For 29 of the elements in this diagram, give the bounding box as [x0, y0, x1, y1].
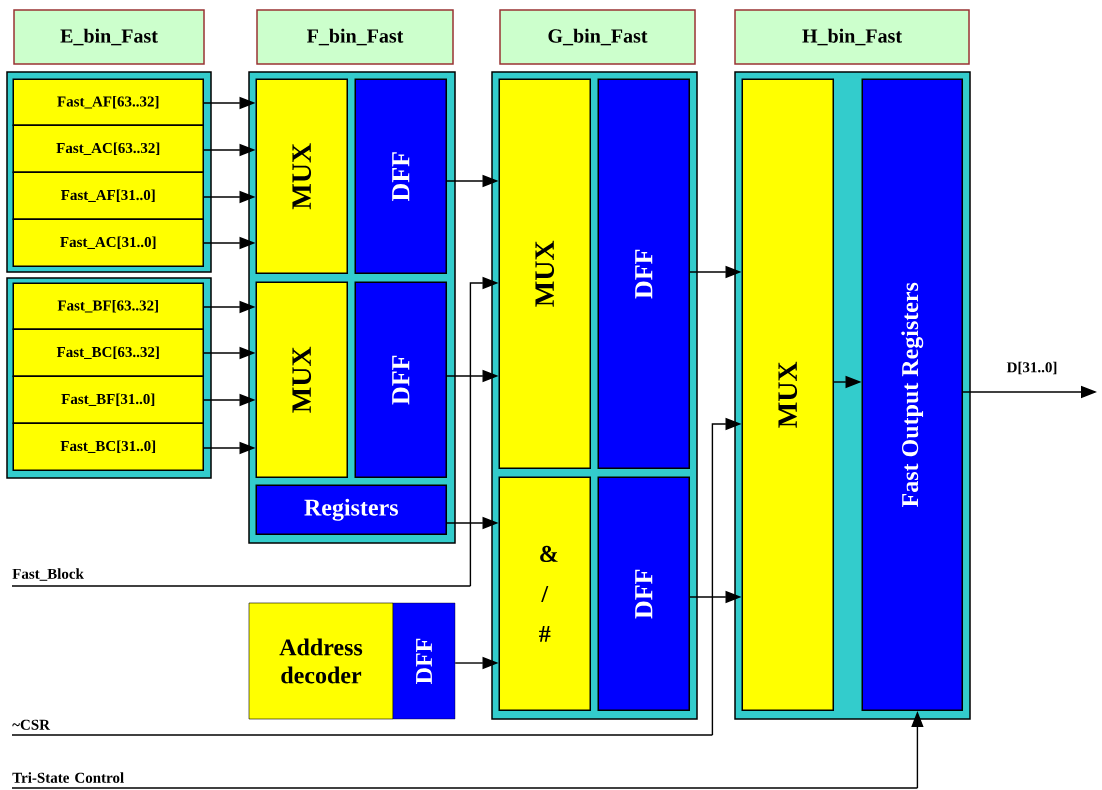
dff-block: DFF	[354, 78, 447, 274]
signal-box: Fast_AF[63..32]	[12, 78, 204, 126]
stage-header: F_bin_Fast	[256, 9, 454, 65]
decoder-block: Address decoder	[248, 602, 394, 720]
dff-block: Fast Output Registers	[861, 78, 963, 711]
signal-box: Fast_BF[63..32]	[12, 282, 204, 330]
signal-box: Fast_BC[63..32]	[12, 328, 204, 377]
mux-block: MUX	[498, 78, 591, 469]
signal-label: ~CSR	[11, 719, 714, 736]
signal-box: Fast_AC[63..32]	[12, 124, 204, 173]
signal-box: Fast_BF[31..0]	[12, 375, 204, 424]
signal-label: Fast_Block	[11, 568, 472, 587]
edge-label: D[31..0]	[1005, 360, 1059, 376]
mux-block: MUX	[255, 78, 348, 274]
dff-block: DFF	[597, 78, 690, 469]
dff-block: DFF	[392, 602, 456, 720]
mux-block: MUX	[741, 78, 834, 711]
register-block: Registers	[255, 484, 447, 535]
mux-block: MUX	[255, 281, 348, 478]
logic-block: & / #	[498, 476, 591, 711]
dff-block: DFF	[597, 476, 690, 711]
dff-block: DFF	[354, 281, 447, 478]
signal-label: Tri-State Control	[11, 772, 919, 789]
signal-box: Fast_AF[31..0]	[12, 171, 204, 220]
stage-header: G_bin_Fast	[499, 9, 696, 65]
stage-header: H_bin_Fast	[734, 9, 970, 65]
stage-header: E_bin_Fast	[13, 9, 205, 65]
signal-box: Fast_BC[31..0]	[12, 422, 204, 471]
signal-box: Fast_AC[31..0]	[12, 218, 204, 267]
